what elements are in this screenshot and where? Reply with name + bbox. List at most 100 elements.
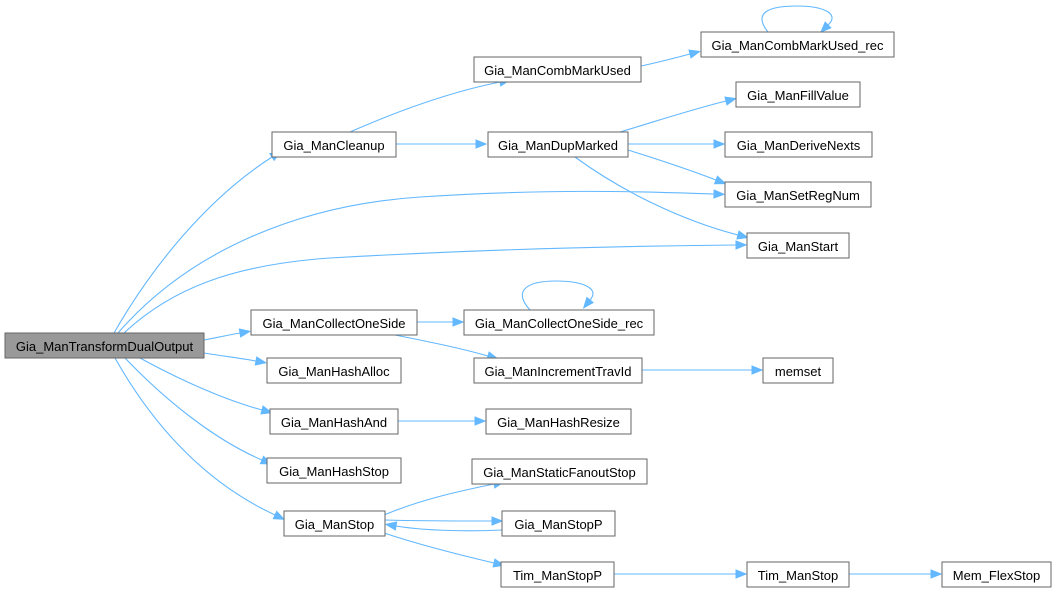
edge-root-to-hashAlloc-arrowhead [254, 356, 268, 366]
edge-line [124, 357, 263, 461]
node-label: Gia_ManDeriveNexts [737, 138, 861, 153]
edge-root-to-setRegNum-arrowhead [713, 189, 726, 199]
edge-line [394, 334, 489, 357]
node-timStopP[interactable]: Tim_ManStopP [500, 561, 615, 588]
node-start[interactable]: Gia_ManStart [746, 232, 850, 259]
node-memFlexStop[interactable]: Mem_FlexStop [941, 561, 1052, 588]
node-label: Gia_ManStopP [514, 517, 602, 532]
edge-combMarkUsedRec-to-combMarkUsedRec-arrowhead [820, 21, 832, 34]
edge-line [761, 5, 833, 33]
node-fillValue[interactable]: Gia_ManFillValue [735, 81, 861, 108]
edge-incrementTravId-to-memset-arrowhead [751, 365, 764, 375]
node-combMarkUsedRec[interactable]: Gia_ManCombMarkUsed_rec [700, 31, 895, 58]
node-label: Gia_ManCollectOneSide_rec [475, 316, 644, 331]
node-combMarkUsed[interactable]: Gia_ManCombMarkUsed [473, 56, 642, 83]
node-label: Mem_FlexStop [953, 568, 1040, 583]
edge-stop-to-timStopP [383, 532, 506, 568]
edge-incrementTravId-to-memset [642, 365, 764, 375]
node-box[interactable] [266, 357, 402, 384]
node-hashAnd[interactable]: Gia_ManHashAnd [269, 408, 399, 435]
node-stop[interactable]: Gia_ManStop [283, 510, 386, 537]
node-box[interactable] [269, 408, 399, 435]
node-box[interactable] [463, 309, 655, 336]
node-stopP[interactable]: Gia_ManStopP [501, 510, 616, 537]
node-label: Gia_ManCombMarkUsed_rec [712, 38, 884, 53]
edge-stopP-to-stop-arrowhead [384, 521, 398, 531]
edge-timStop-to-memFlexStop [849, 569, 943, 579]
node-box[interactable] [485, 408, 632, 435]
edge-timStopP-to-timStop [614, 569, 748, 579]
node-root[interactable]: Gia_ManTransformDualOutput [4, 332, 205, 359]
edge-line [114, 357, 276, 516]
node-box[interactable] [473, 357, 643, 384]
node-box[interactable] [471, 458, 648, 485]
node-label: Tim_ManStop [758, 568, 838, 583]
node-label: Gia_ManHashAnd [281, 415, 387, 430]
node-label: Gia_ManCollectOneSide [262, 316, 405, 331]
node-incrementTravId[interactable]: Gia_ManIncrementTravId [473, 357, 643, 384]
node-label: Gia_ManStart [758, 239, 839, 254]
edge-dupMarked-to-setRegNum [627, 149, 727, 185]
edge-combMarkUsed-to-combMarkUsedRec-arrowhead [688, 49, 701, 59]
edge-root-to-hashStop [124, 357, 273, 465]
node-label: Gia_ManFillValue [747, 88, 849, 103]
node-hashStop[interactable]: Gia_ManHashStop [266, 457, 402, 484]
node-box[interactable] [735, 81, 861, 108]
node-box[interactable] [724, 181, 872, 208]
node-box[interactable] [941, 561, 1052, 588]
edge-root-to-stop-arrowhead [272, 510, 286, 520]
node-label: Tim_ManStopP [513, 568, 602, 583]
edge-line [203, 332, 241, 341]
node-hashResize[interactable]: Gia_ManHashResize [485, 408, 632, 435]
node-box[interactable] [266, 457, 402, 484]
node-box[interactable] [762, 357, 834, 384]
edge-collectOneSide-to-incrementTravId [394, 334, 499, 361]
node-label: memset [775, 364, 822, 379]
node-box[interactable] [746, 232, 850, 259]
node-label: Gia_ManDupMarked [498, 138, 618, 153]
edge-combMarkUsedRec-to-combMarkUsedRec [761, 5, 833, 34]
edge-line [619, 100, 727, 133]
node-box[interactable] [250, 309, 418, 336]
edge-dupMarked-to-deriveNexts-arrowhead [713, 139, 726, 149]
edge-collectOneSide-to-collectOneSideRec [417, 317, 465, 327]
edge-cleanup-to-dupMarked-arrowhead [475, 139, 488, 149]
node-box[interactable] [724, 131, 873, 158]
node-box[interactable] [700, 31, 895, 58]
node-collectOneSide[interactable]: Gia_ManCollectOneSide [250, 309, 418, 336]
node-collectOneSideRec[interactable]: Gia_ManCollectOneSide_rec [463, 309, 655, 336]
edge-line [574, 156, 739, 236]
edge-timStop-to-memFlexStop-arrowhead [930, 569, 943, 579]
node-box[interactable] [500, 561, 615, 588]
node-box[interactable] [271, 131, 397, 158]
edge-dupMarked-to-setRegNum-arrowhead [713, 175, 727, 185]
node-staticFanoutStop[interactable]: Gia_ManStaticFanoutStop [471, 458, 648, 485]
node-box[interactable] [501, 510, 616, 537]
edge-stop-to-stopP [384, 516, 504, 526]
node-cleanup[interactable]: Gia_ManCleanup [271, 131, 397, 158]
node-deriveNexts[interactable]: Gia_ManDeriveNexts [724, 131, 873, 158]
node-box[interactable] [4, 332, 205, 359]
edge-dupMarked-to-start-arrowhead [736, 230, 749, 240]
node-dupMarked[interactable]: Gia_ManDupMarked [487, 131, 629, 158]
node-box[interactable] [746, 561, 850, 588]
node-box[interactable] [473, 56, 642, 83]
edge-root-to-hashAnd-arrowhead [260, 405, 273, 415]
edge-hashAnd-to-hashResize [398, 416, 487, 426]
node-label: Gia_ManSetRegNum [736, 188, 860, 203]
node-memset[interactable]: memset [762, 357, 834, 384]
edge-root-to-cleanup [113, 150, 282, 334]
edge-line [203, 352, 257, 362]
edge-collectOneSideRec-to-collectOneSideRec-arrowhead [582, 296, 595, 309]
node-box[interactable] [283, 510, 386, 537]
edge-line [521, 280, 594, 311]
node-setRegNum[interactable]: Gia_ManSetRegNum [724, 181, 872, 208]
node-box[interactable] [487, 131, 629, 158]
edge-root-to-collectOneSide-arrowhead [238, 328, 252, 338]
edge-dupMarked-to-start [574, 156, 749, 240]
edge-line [395, 525, 503, 532]
node-label: Gia_ManCleanup [283, 138, 384, 153]
node-timStop[interactable]: Tim_ManStop [746, 561, 850, 588]
node-hashAlloc[interactable]: Gia_ManHashAlloc [266, 357, 402, 384]
